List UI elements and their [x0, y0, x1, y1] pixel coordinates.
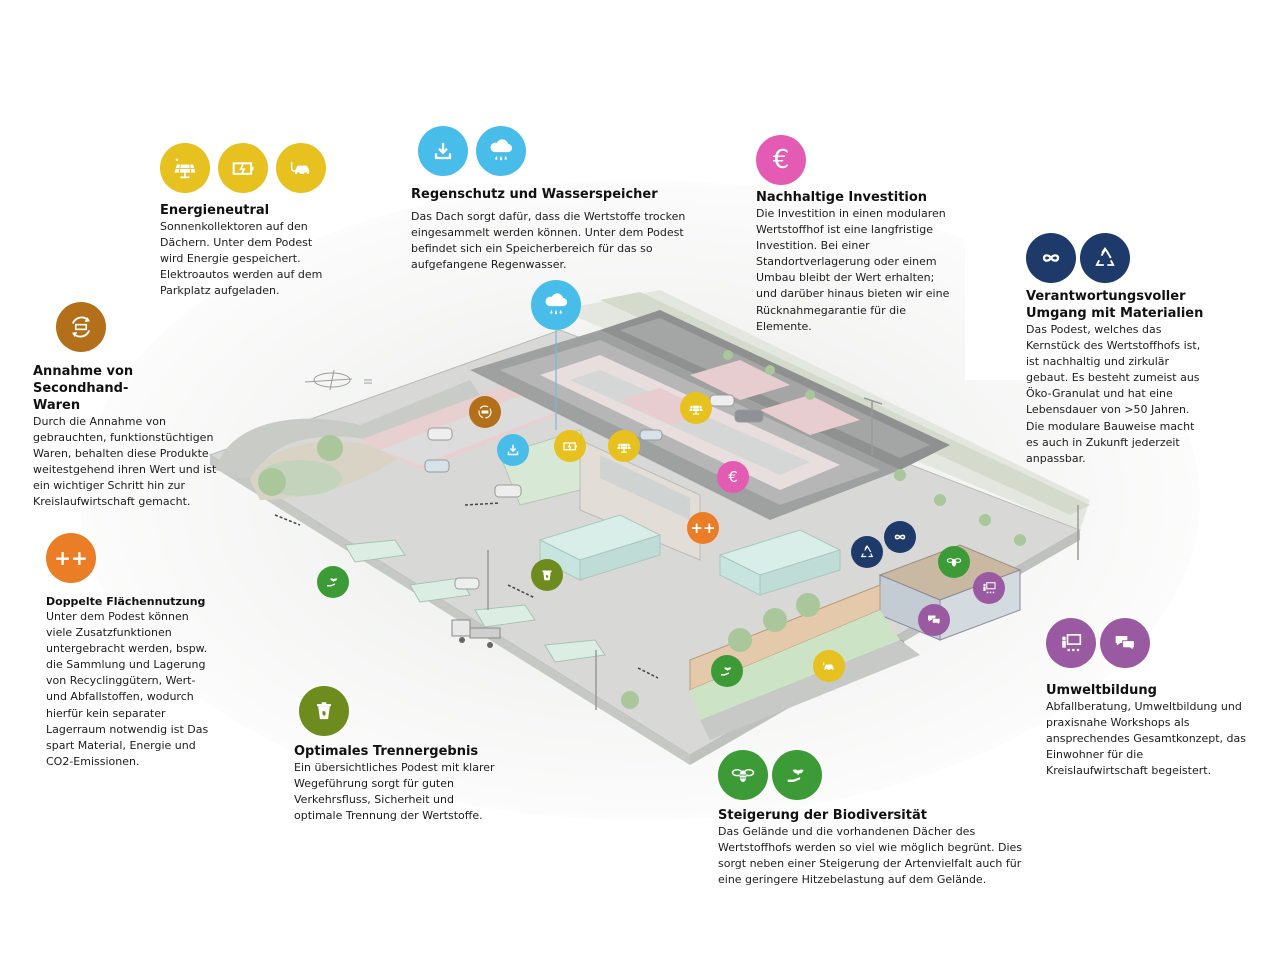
energy-text: Sonnenkollektoren auf den Dächern. Unter… [160, 220, 323, 298]
solar-panel-icon [689, 405, 703, 415]
flow-arrows [274, 502, 659, 679]
download-tray-icon [418, 126, 468, 176]
edu-text: Abfallberatung, Umweltbildung und praxis… [1046, 700, 1246, 778]
block-rain: Regenschutz und Wasserspeicher Das Dach … [411, 126, 701, 273]
sofa-cycle-icon [478, 405, 492, 419]
euro-icon: € [728, 468, 738, 486]
hand-plant-icon [772, 750, 822, 800]
ev-charging-car-icon [276, 143, 326, 193]
infinity-loop-icon [894, 534, 906, 540]
marker-recycle[interactable] [851, 536, 883, 568]
block-bio: Steigerung der Biodiversität Das Gelände… [718, 750, 1038, 888]
double-icons: ++ [46, 533, 246, 583]
energy-icons [160, 143, 360, 193]
double-text: Unter dem Podest können viele Zusatzfunk… [46, 610, 209, 768]
marker-double-use[interactable]: ++ [687, 512, 719, 544]
bee-icon [946, 558, 962, 567]
energy-title: Energieneutral [160, 203, 270, 218]
rain-cloud-icon [545, 293, 568, 315]
secondhand-title: Annahme von Secondhand- Waren [33, 364, 134, 413]
trees [258, 350, 1026, 709]
bio-text: Das Gelände und die vorhandenen Dächer d… [718, 825, 1023, 887]
rain-icons [418, 126, 701, 176]
block-invest: € Nachhaltige Investition Die Investitio… [756, 135, 966, 335]
infinity-loop-icon [1026, 233, 1076, 283]
materials-icons [1026, 233, 1246, 283]
cars [424, 394, 905, 653]
euro-icon: € [756, 135, 806, 185]
block-energy: Energieneutral Sonnenkollektoren auf den… [160, 143, 360, 299]
recycle-icon [1080, 233, 1130, 283]
invest-text: Die Investition in einen modularen Werts… [756, 207, 950, 333]
marker-euro[interactable]: € [717, 461, 749, 493]
invest-icons: € [756, 135, 966, 185]
edu-title: Umweltbildung [1046, 683, 1157, 698]
marker-eco-bin[interactable] [531, 559, 563, 591]
sorting-icons [299, 686, 514, 736]
truck [451, 619, 501, 648]
eco-bin-icon [299, 686, 349, 736]
marker-hand-plant-1[interactable] [711, 655, 743, 687]
marker-battery[interactable] [554, 430, 586, 462]
marker-download[interactable] [497, 434, 529, 466]
materials-text: Das Podest, welches das Kernstück des We… [1026, 323, 1201, 465]
bio-icons [718, 750, 1038, 800]
marker-teacher[interactable] [973, 572, 1005, 604]
block-double: ++ Doppelte Flächennutzung Unter dem Pod… [46, 533, 246, 770]
eco-bin-icon [542, 570, 552, 581]
teacher-board-icon [1046, 618, 1096, 668]
solar-panel-icon [160, 143, 210, 193]
euro-glyph: € [772, 145, 790, 175]
container-bays [538, 514, 842, 596]
battery-charging-icon [218, 143, 268, 193]
recycle-icon [860, 544, 874, 558]
marker-bee[interactable] [938, 546, 970, 578]
sofa-cycle-icon [56, 302, 106, 352]
yard-containers [344, 539, 606, 663]
north-arrow-icon [304, 369, 372, 391]
light-poles [487, 397, 1079, 710]
solar-panel-icon [617, 443, 631, 453]
edu-icons [1046, 618, 1266, 668]
invest-title: Nachhaltige Investition [756, 190, 928, 205]
rain-text: Das Dach sorgt dafür, dass die Wertstoff… [411, 210, 686, 272]
battery-charging-icon [563, 442, 577, 451]
block-edu: Umweltbildung Abfallberatung, Umweltbild… [1046, 618, 1266, 779]
marker-solar-2[interactable] [680, 392, 712, 424]
speech-bubbles-icon [928, 615, 941, 626]
block-materials: Verantwortungsvoller Umgang mit Material… [1026, 233, 1246, 467]
block-secondhand: Annahme von Secondhand- Waren Durch die … [33, 302, 233, 511]
marker-hand-plant-2[interactable] [317, 566, 349, 598]
marker-secondhand[interactable] [469, 396, 501, 428]
marker-rain-cloud[interactable] [531, 280, 581, 330]
bio-title: Steigerung der Biodiversität [718, 808, 927, 823]
teacher-board-icon [983, 582, 996, 594]
sorting-text: Ein übersichtliches Podest mit klarer We… [294, 761, 495, 823]
secondhand-icons [56, 302, 233, 352]
block-sorting: Optimales Trennergebnis Ein übersichtlic… [294, 686, 514, 824]
hand-plant-icon [327, 578, 338, 587]
plus-plus-icon: ++ [46, 533, 96, 583]
bee-icon [718, 750, 768, 800]
marker-ev-car[interactable] [813, 650, 845, 682]
podium-deck [470, 310, 950, 520]
ev-charging-car-icon [823, 662, 834, 671]
sorting-title: Optimales Trennergebnis [294, 744, 479, 759]
rain-cloud-icon [476, 126, 526, 176]
marker-speech[interactable] [918, 604, 950, 636]
materials-title: Verantwortungsvoller Umgang mit Material… [1026, 289, 1204, 321]
double-title: Doppelte Flächennutzung [46, 595, 206, 608]
secondhand-text: Durch die Annahme von gebrauchten, funkt… [33, 415, 217, 509]
marker-infinity[interactable] [884, 521, 916, 553]
plus-plus-icon: ++ [690, 519, 716, 537]
rain-title: Regenschutz und Wasserspeicher [411, 187, 658, 202]
marker-solar-1[interactable] [608, 430, 640, 462]
speech-bubbles-icon [1100, 618, 1150, 668]
hand-plant-icon [721, 667, 732, 676]
download-tray-icon [507, 444, 519, 456]
plus-glyph: ++ [54, 546, 88, 570]
